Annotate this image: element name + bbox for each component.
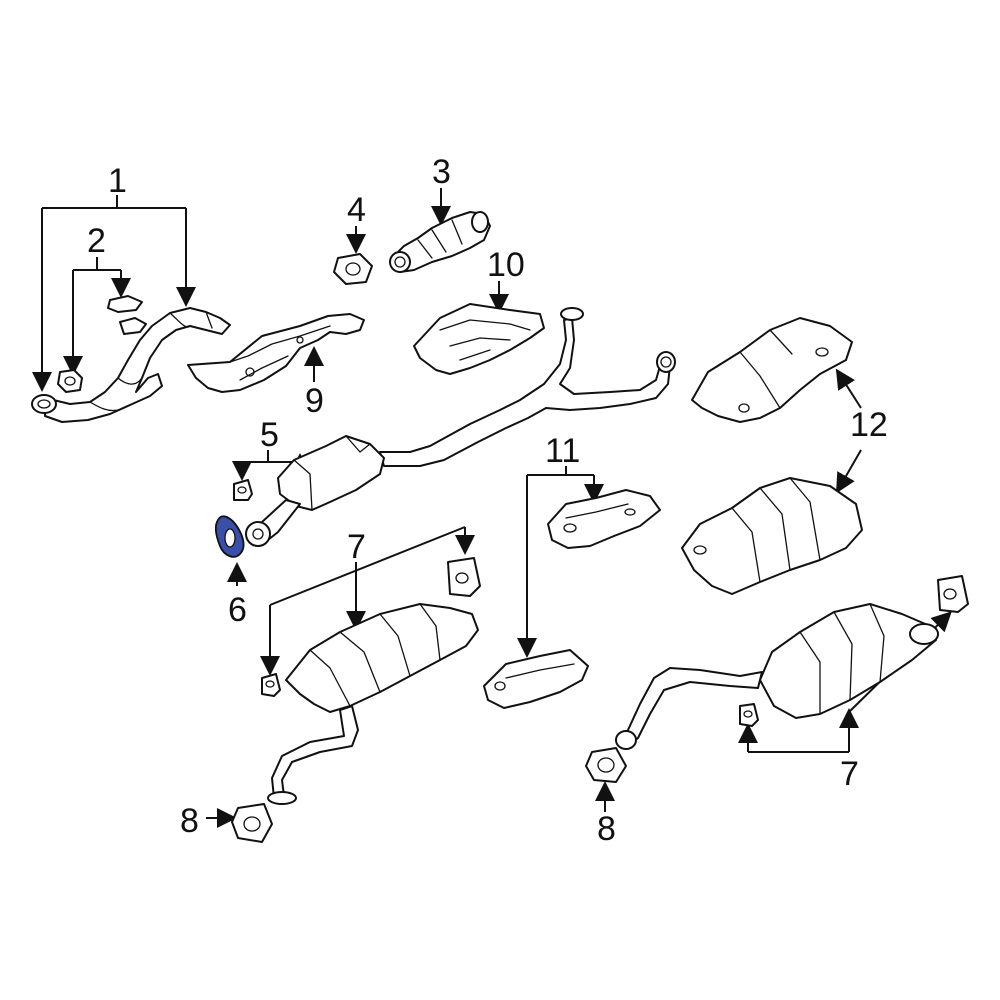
callout-11[interactable]: 11: [545, 432, 580, 470]
callout-4[interactable]: 4: [347, 191, 366, 229]
hanger-7-right-a[interactable]: [739, 703, 759, 727]
callout-1[interactable]: 1: [108, 162, 127, 200]
callout-12[interactable]: 12: [850, 406, 888, 444]
heat-shield-11-lower[interactable]: [483, 649, 589, 709]
heat-shield-front[interactable]: [187, 313, 365, 393]
callout-3[interactable]: 3: [432, 153, 451, 191]
gasket-6-highlighted[interactable]: [214, 515, 245, 558]
callout-7-right[interactable]: 7: [840, 755, 859, 793]
rear-muffler-right[interactable]: [615, 603, 939, 750]
center-pipe: [379, 307, 676, 467]
heat-shield-12-lower[interactable]: [681, 477, 863, 595]
hanger-7-left-a[interactable]: [261, 673, 281, 697]
callout-5[interactable]: 5: [260, 416, 279, 454]
heat-shield-center[interactable]: [413, 303, 545, 375]
rear-muffler-left[interactable]: [267, 603, 479, 805]
callout-10[interactable]: 10: [487, 246, 525, 284]
front-pipe-assembly[interactable]: [31, 295, 231, 423]
gasket-8-left[interactable]: [231, 803, 273, 843]
callout-8-left[interactable]: 8: [180, 802, 199, 840]
callout-9[interactable]: 9: [305, 382, 324, 420]
heat-shield-12-upper[interactable]: [691, 317, 853, 423]
catalytic-converter[interactable]: [389, 211, 491, 273]
hanger-5[interactable]: [233, 479, 253, 501]
callout-2[interactable]: 2: [87, 222, 106, 260]
gasket-8-right[interactable]: [585, 747, 627, 783]
front-muffler[interactable]: [245, 435, 385, 547]
callout-8-right[interactable]: 8: [597, 810, 616, 848]
hanger-7-left-b[interactable]: [447, 557, 481, 597]
heat-shield-11-upper[interactable]: [547, 489, 661, 549]
callout-7-left[interactable]: 7: [347, 528, 366, 566]
gasket-4[interactable]: [333, 253, 373, 285]
callout-6[interactable]: 6: [228, 591, 247, 629]
hanger-7-right-b[interactable]: [937, 575, 969, 613]
